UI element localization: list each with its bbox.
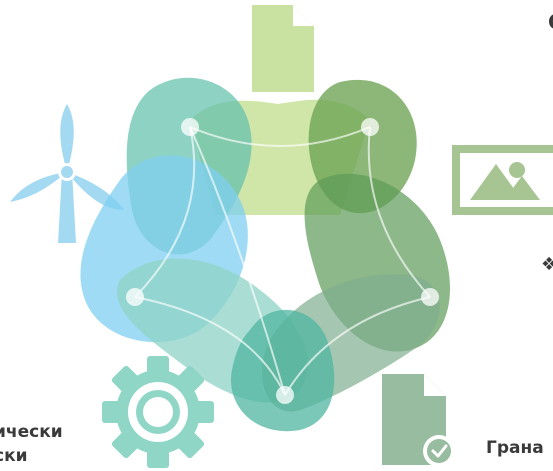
node-top-left	[181, 118, 199, 136]
node-left	[126, 288, 144, 306]
document-check-icon	[382, 374, 455, 467]
label-mid-right-fragment: ❖	[541, 254, 553, 275]
network-nodes	[126, 118, 439, 404]
node-top-right	[361, 118, 379, 136]
network-petals	[80, 77, 450, 432]
petal-bottom	[230, 309, 335, 432]
label-top-right-fragment: С	[548, 10, 553, 34]
gear-icon	[102, 356, 214, 468]
label-bottom-left-line1: ически	[0, 422, 63, 442]
label-bottom-right: Грана	[486, 438, 544, 458]
document-icon	[252, 5, 314, 92]
node-right	[421, 288, 439, 306]
network-connectors	[134, 126, 431, 396]
node-bottom	[276, 386, 294, 404]
image-icon	[452, 145, 553, 215]
label-bottom-left-line2: ски	[0, 446, 28, 466]
